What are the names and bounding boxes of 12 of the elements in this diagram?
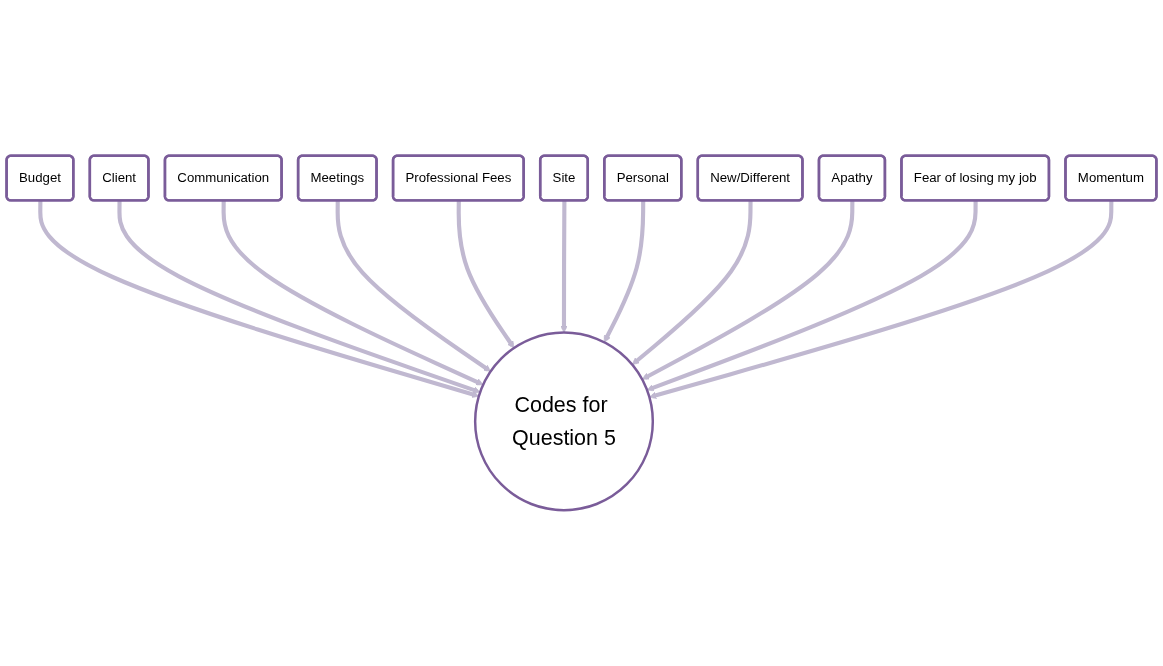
arrow [335, 200, 491, 372]
arrow [38, 200, 480, 398]
arrow [560, 200, 568, 333]
arrow [456, 200, 515, 349]
arrow [641, 200, 855, 380]
arrow [117, 200, 481, 394]
arrow [646, 200, 978, 392]
node-circle [473, 331, 655, 512]
arrow [221, 200, 484, 386]
arrow [631, 200, 753, 365]
arrow [649, 200, 1114, 399]
arrow [603, 200, 646, 343]
